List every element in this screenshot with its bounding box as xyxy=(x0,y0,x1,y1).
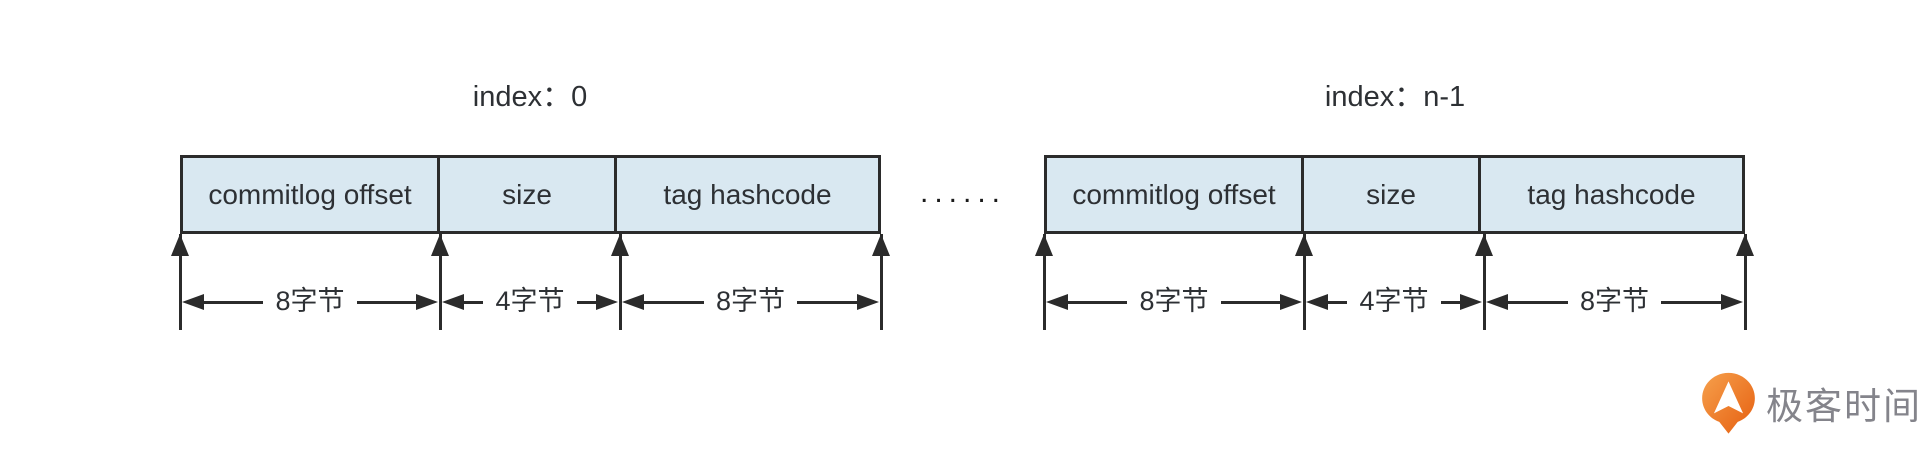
arrow-right-icon xyxy=(416,294,438,310)
cell-size: size xyxy=(1304,158,1481,231)
dimension-line xyxy=(1743,234,1747,330)
byte-size-label: 8字节 xyxy=(275,285,345,316)
ellipsis: ...... xyxy=(919,176,1007,209)
arrow-up-icon xyxy=(171,234,189,256)
byte-size-label: 8字节 xyxy=(1139,285,1209,316)
cell-tag-hashcode: tag hashcode xyxy=(1527,178,1696,210)
cell-tag-hashcode: tag hashcode xyxy=(663,178,832,210)
dimension-8bytes: 8字节 xyxy=(1046,287,1302,314)
dimension-8bytes: 8字节 xyxy=(182,287,438,314)
byte-size-label: 8字节 xyxy=(715,285,786,316)
arrow-left-icon xyxy=(1306,294,1328,310)
geektime-logo-text: 极客时间 xyxy=(1766,386,1920,427)
geektime-pin-icon xyxy=(1702,372,1755,434)
cell-commitlog-offset: commitlog offset xyxy=(1047,158,1304,231)
arrow-right-icon xyxy=(857,294,879,310)
arrow-right-icon xyxy=(1460,294,1482,310)
arrow-left-icon xyxy=(182,294,204,310)
arrow-left-icon xyxy=(1046,294,1068,310)
index-label-0: index：0 xyxy=(472,81,588,113)
arrow-up-icon xyxy=(611,234,629,256)
byte-size-label: 4字节 xyxy=(495,285,565,316)
cell-commitlog-offset: commitlog offset xyxy=(183,158,440,231)
dimension-8bytes: 8字节 xyxy=(622,287,879,314)
arrow-up-icon xyxy=(872,234,890,256)
dimension-4bytes: 4字节 xyxy=(442,287,618,314)
byte-size-label: 4字节 xyxy=(1359,285,1429,316)
arrow-right-icon xyxy=(596,294,618,310)
arrow-left-icon xyxy=(622,294,644,310)
dimension-line xyxy=(1302,234,1306,330)
byte-size-label: 8字节 xyxy=(1579,285,1650,316)
arrow-right-icon xyxy=(1721,294,1743,310)
dimension-line xyxy=(1042,234,1046,330)
dimension-line xyxy=(1482,234,1486,330)
dimension-line xyxy=(178,234,182,330)
arrow-left-icon xyxy=(442,294,464,310)
cell-size: size xyxy=(440,158,617,231)
arrow-right-icon xyxy=(1280,294,1302,310)
dimension-line xyxy=(618,234,622,330)
arrow-left-icon xyxy=(1486,294,1508,310)
dimension-4bytes: 4字节 xyxy=(1306,287,1482,314)
dimension-line xyxy=(879,234,883,330)
dimension-line xyxy=(438,234,442,330)
dimension-8bytes: 8字节 xyxy=(1486,287,1743,314)
arrow-up-icon xyxy=(1736,234,1754,256)
index-label-n-1: index：n-1 xyxy=(1324,81,1466,113)
geektime-logo: 极客时间 xyxy=(1700,370,1920,436)
record-row-0: commitlog offset size tag hashcode xyxy=(180,155,881,234)
arrow-up-icon xyxy=(1475,234,1493,256)
record-row-n-1: commitlog offset size tag hashcode xyxy=(1044,155,1745,234)
arrow-up-icon xyxy=(1035,234,1053,256)
arrow-up-icon xyxy=(431,234,449,256)
arrow-up-icon xyxy=(1295,234,1313,256)
